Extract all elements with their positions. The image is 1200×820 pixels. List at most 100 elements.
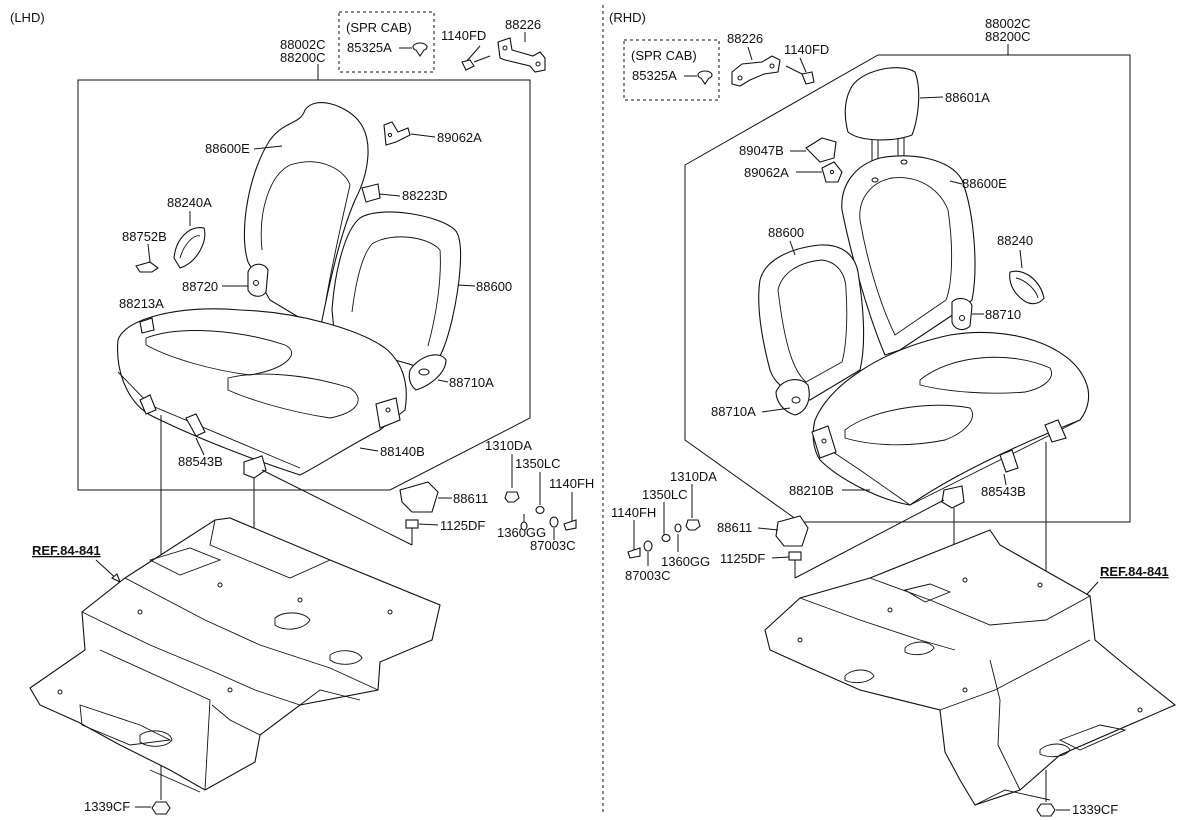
lhd-spr-cab-title: (SPR CAB) (346, 20, 412, 35)
rhd-bracket-89062A-icon (821, 161, 843, 183)
rhd-nut-1360GG-icon (674, 523, 682, 552)
rhd-foot-icon (941, 485, 965, 509)
lhd-label-88600E: 88600E (205, 141, 250, 156)
lhd-label-89062A: 89062A (437, 130, 482, 145)
rhd-bolt-1140FH-icon (627, 547, 641, 559)
rhd-seatback-88600 (758, 244, 865, 416)
lhd-nut-1360GG-icon (520, 514, 528, 531)
lhd-assembly-code-1: 88002C (280, 37, 326, 52)
lhd-cushion-88140B (117, 308, 407, 476)
rhd-nut-1310DA-icon (685, 519, 701, 531)
rhd-label-88240: 88240 (997, 233, 1033, 248)
rhd-seatback-88600E (841, 155, 976, 356)
rhd-label-88710A: 88710A (711, 404, 756, 419)
lhd-assembly-frame (77, 79, 531, 491)
lhd-bolt-1140FD-icon (461, 45, 491, 71)
lhd-bracket-89062A-icon (383, 121, 411, 146)
rhd-label-89062A: 89062A (744, 165, 789, 180)
rhd-label-1125DF: 1125DF (720, 551, 765, 566)
rhd-label-1310DA: 1310DA (670, 469, 717, 484)
lhd-panel: (LHD) (SPR CAB) 85325A 88002C 88200C 882… (10, 10, 594, 815)
rhd-label-1339CF: 1339CF (1072, 802, 1118, 817)
lhd-label-1350LC: 1350LC (515, 456, 561, 471)
lhd-ref-label[interactable]: REF.84-841 (32, 543, 101, 558)
lhd-bracket-88226-icon (497, 37, 546, 73)
rhd-nut-1339CF-icon (1036, 803, 1056, 817)
rhd-label-88210B: 88210B (789, 483, 834, 498)
lhd-seatback-88600 (331, 211, 462, 391)
lhd-seatback-88600E (243, 102, 369, 331)
rhd-leg-88543B-icon (999, 419, 1067, 473)
rhd-panel: (RHD) (SPR CAB) 85325A 88002C 88200C 882… (609, 10, 1177, 817)
rhd-label-1140FD: 1140FD (784, 42, 829, 57)
rhd-assembly-code-2: 88200C (985, 29, 1031, 44)
rhd-spr-cab-part: 85325A (632, 68, 677, 83)
rhd-cover-88240-icon (1009, 270, 1045, 305)
rhd-cover-88611-icon (775, 515, 809, 547)
rhd-side-label: (RHD) (609, 10, 646, 25)
lhd-label-88720: 88720 (182, 279, 218, 294)
lhd-label-88710A: 88710A (449, 375, 494, 390)
rhd-label-88611: 88611 (717, 520, 752, 535)
lhd-label-88213A: 88213A (119, 296, 164, 311)
lhd-anchor-88720-icon (247, 263, 269, 297)
lhd-label-1360GG: 1360GG (497, 525, 546, 540)
lhd-label-87003C: 87003C (530, 538, 576, 553)
lhd-label-88140B: 88140B (380, 444, 425, 459)
rhd-assembly-frame (684, 54, 1131, 523)
lhd-screw-1125DF-icon (405, 519, 419, 545)
rhd-label-89047B: 89047B (739, 143, 784, 158)
rhd-bracket-89047B-icon (805, 137, 837, 163)
rhd-clip-85325a-icon (684, 70, 713, 85)
rhd-label-1360GG: 1360GG (661, 554, 710, 569)
rhd-label-88601A: 88601A (945, 90, 990, 105)
lhd-clip-85325a-icon (399, 42, 428, 57)
rhd-label-88600E: 88600E (962, 176, 1007, 191)
lhd-label-88752B: 88752B (122, 229, 167, 244)
rhd-label-87003C: 87003C (625, 568, 671, 583)
rhd-label-1350LC: 1350LC (642, 487, 688, 502)
lhd-label-1125DF: 1125DF (440, 518, 485, 533)
lhd-label-1339CF: 1339CF (84, 799, 130, 814)
lhd-clip-88752B-icon (135, 261, 159, 273)
lhd-leg-88543B-icon (139, 394, 206, 437)
rhd-spr-cab-title: (SPR CAB) (631, 48, 697, 63)
lhd-nut-87003C-icon (549, 516, 559, 540)
rhd-label-88710: 88710 (985, 307, 1021, 322)
rhd-label-88543B: 88543B (981, 484, 1026, 499)
lhd-spr-cab-part: 85325A (347, 40, 392, 55)
rhd-label-88226: 88226 (727, 31, 763, 46)
lhd-label-88611: 88611 (453, 491, 488, 506)
lhd-hinge-cover-88223D-icon (361, 183, 381, 203)
lhd-label-88240A: 88240A (167, 195, 212, 210)
lhd-label-88543B: 88543B (178, 454, 223, 469)
lhd-nut-1310DA-icon (504, 491, 520, 503)
lhd-washer-1350LC-icon (535, 505, 545, 515)
lhd-side-label: (LHD) (10, 10, 45, 25)
rhd-headrest-88601A (844, 67, 920, 165)
lhd-label-88223D: 88223D (402, 188, 448, 203)
rhd-bracket-88226-icon (731, 55, 781, 87)
lhd-label-1140FD: 1140FD (441, 28, 486, 43)
rhd-label-1140FH: 1140FH (611, 505, 656, 520)
rhd-floor-panel (764, 529, 1177, 806)
lhd-foot-icon (243, 455, 267, 479)
lhd-label-1310DA: 1310DA (485, 438, 532, 453)
lhd-trim-88213A-icon (139, 317, 155, 334)
lhd-bolt-1140FH-icon (563, 519, 577, 531)
lhd-nut-1339CF-icon (151, 801, 171, 815)
rhd-bolt-1140FD-icon (785, 57, 815, 85)
lhd-label-88600: 88600 (476, 279, 512, 294)
rhd-ref-label[interactable]: REF.84-841 (1100, 564, 1169, 579)
rhd-anchor-88710-icon (951, 297, 973, 331)
lhd-label-88226: 88226 (505, 17, 541, 32)
rhd-label-88600: 88600 (768, 225, 804, 240)
rhd-assembly-code-1: 88002C (985, 16, 1031, 31)
rhd-nut-87003C-icon (643, 540, 653, 566)
lhd-assembly-code-2: 88200C (280, 50, 326, 65)
lhd-cover-88240A-icon (173, 227, 206, 269)
lhd-floor-panel (29, 517, 441, 793)
rhd-screw-1125DF-icon (788, 551, 802, 578)
rhd-washer-1350LC-icon (661, 533, 671, 543)
